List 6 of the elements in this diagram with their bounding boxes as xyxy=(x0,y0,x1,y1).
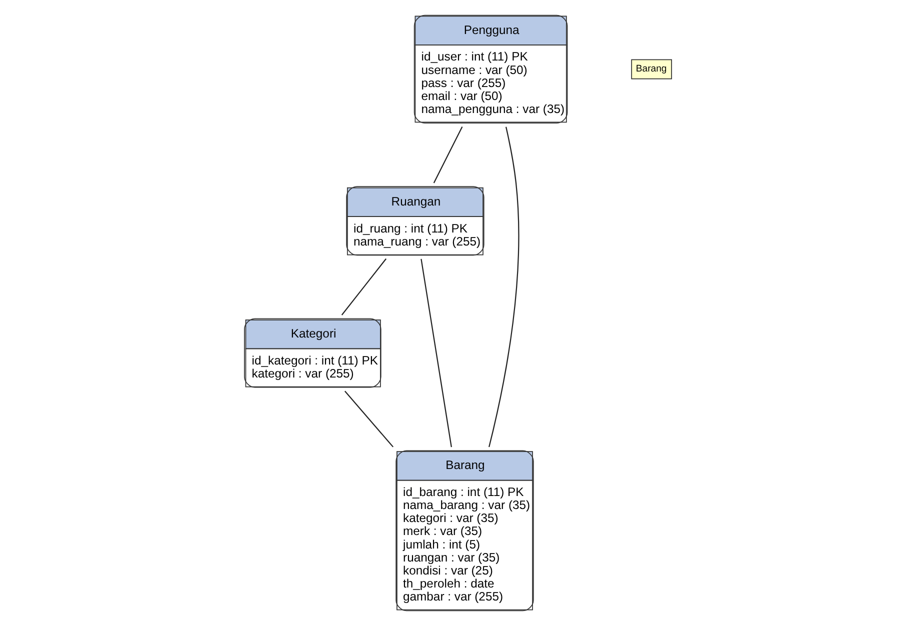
connector xyxy=(420,258,452,448)
connector xyxy=(344,390,394,448)
label: Barang xyxy=(635,64,666,75)
connector xyxy=(432,126,462,184)
connector xyxy=(488,126,519,448)
connector xyxy=(340,258,386,316)
